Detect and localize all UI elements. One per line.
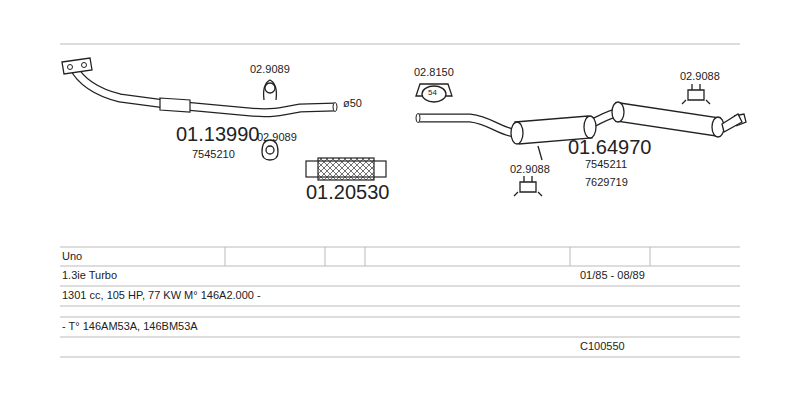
table-cell: 1301 cc, 105 HP, 77 KW M° 146A2.000 -: [62, 289, 261, 301]
front-pipe: [62, 58, 337, 113]
rear-muffler: [612, 102, 746, 137]
table-grid: [60, 247, 740, 357]
part-number: 01.64970: [568, 136, 651, 158]
clamp-size: 54: [428, 89, 437, 98]
reference-number: 7545210: [192, 148, 235, 160]
reference-number: 7545211: [585, 158, 627, 170]
table-cell: 1.3ie Turbo: [62, 269, 117, 281]
part-number: 02.9089: [257, 131, 297, 143]
flex-pipe: [306, 158, 386, 180]
part-number: 02.9088: [510, 163, 550, 175]
frame-line: [60, 44, 740, 45]
part-number: 02.9089: [250, 63, 290, 75]
table-cell: 01/85 - 08/89: [580, 269, 645, 281]
table-cell: C100550: [580, 340, 625, 352]
part-number: 01.13990: [176, 123, 259, 145]
table-cell: Uno: [62, 250, 82, 262]
part-number: 02.9088: [680, 70, 720, 82]
clamp-ring: [416, 84, 452, 102]
table-cell: - T° 146AM53A, 146BM53A: [62, 320, 198, 332]
reference-number: 7629719: [585, 176, 628, 188]
dimension: ø50: [343, 97, 362, 109]
part-number: 02.8150: [414, 66, 454, 78]
part-number: 01.20530: [306, 181, 389, 203]
clamp-icon: [262, 80, 278, 160]
rubber-hanger: [514, 84, 710, 196]
